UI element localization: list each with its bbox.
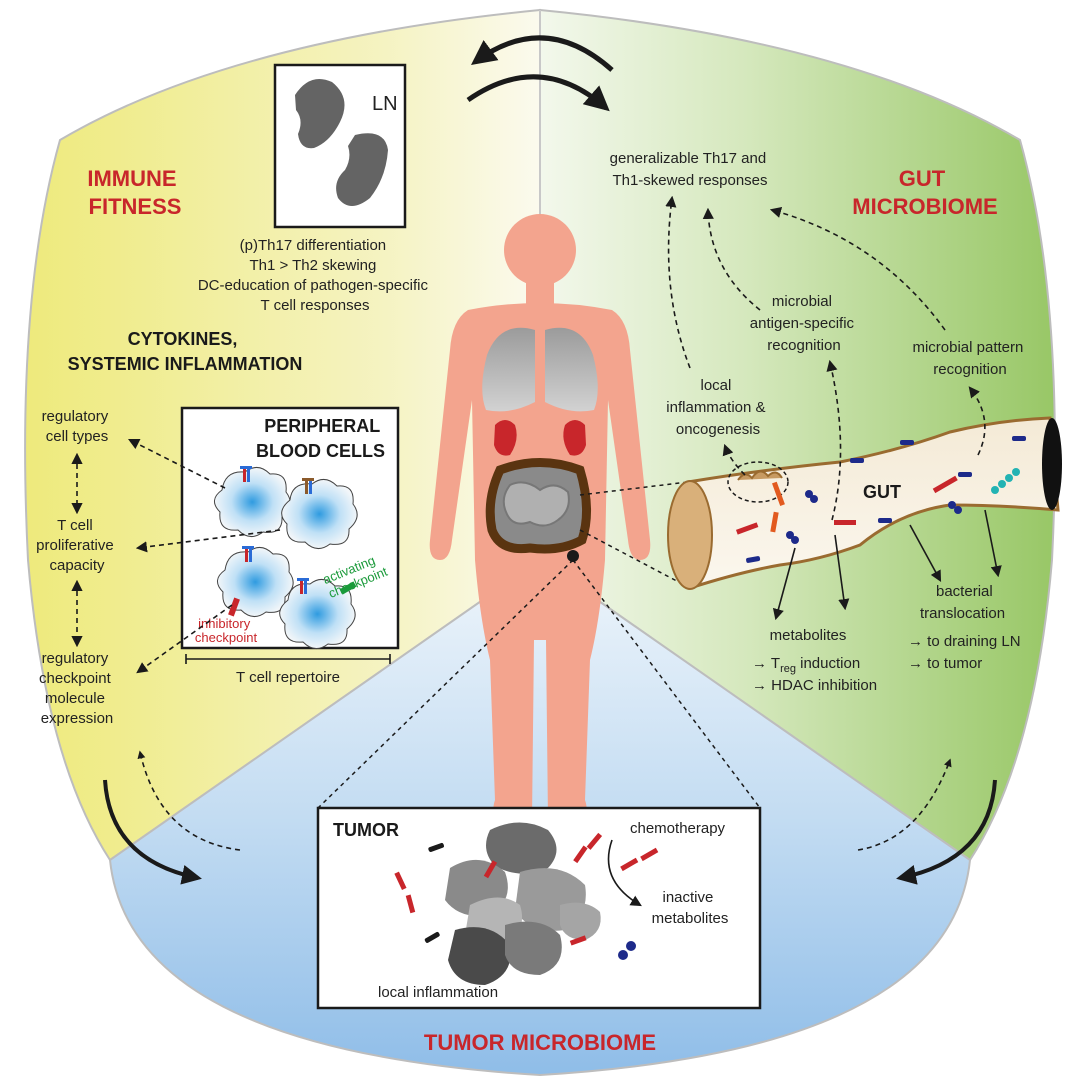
tumor-site-marker — [567, 550, 579, 562]
hdac-inhibition-label: → HDAC inhibition — [752, 677, 877, 694]
zoom-line-left — [317, 559, 574, 809]
proliferative-capacity-label: T cell proliferative capacity — [36, 517, 118, 574]
immune-fitness-heading: IMMUNE FITNESS — [87, 166, 182, 219]
inactive-metabolites-label: inactive metabolites — [652, 889, 729, 927]
t-cell-4 — [279, 578, 357, 649]
antigen-recognition-label: microbial antigen-specific recognition — [750, 293, 858, 354]
repertoire-bracket — [185, 654, 391, 664]
t-cell-1 — [214, 466, 291, 537]
inhibitory-checkpoint-label: inhibitory checkpoint — [195, 616, 258, 645]
intestine — [485, 458, 592, 554]
chemotherapy-label: chemotherapy — [630, 820, 726, 837]
metabolites-label: metabolites — [770, 627, 847, 644]
regulatory-cell-types-label: regulatory cell types — [42, 408, 113, 445]
repertoire-label: T cell repertoire — [236, 669, 340, 686]
treg-induction-label: → Treg induction — [752, 655, 860, 675]
blood-cells-title: PERIPHERAL BLOOD CELLS — [256, 416, 385, 461]
lymph-node-label: LN — [372, 93, 398, 115]
arrow-gut-to-metabolites-2 — [834, 534, 850, 611]
lymph-node-description: (p)Th17 differentiation Th1 > Th2 skewin… — [198, 237, 432, 314]
arrow-tumor-to-gut — [857, 758, 952, 851]
tumor-bacteria — [394, 832, 659, 960]
cytokines-heading: CYTOKINES, SYSTEMIC INFLAMMATION — [68, 329, 303, 374]
bacterial-translocation-label: bacterial translocation → to draining LN… — [908, 583, 1025, 672]
arrow-chemo-to-inactive — [607, 839, 642, 907]
human-body — [429, 214, 651, 820]
tumor-mass — [445, 822, 601, 985]
gut-tube-opening-left — [667, 480, 713, 590]
lymph-node-shape-lower — [336, 133, 388, 206]
arrow-immune-to-gut — [466, 74, 610, 112]
gut-microbiome-heading: GUT MICROBIOME — [852, 166, 997, 219]
t-cell-3 — [217, 546, 294, 617]
lungs — [482, 327, 598, 412]
arrow-gut-to-tumor — [896, 779, 997, 885]
arrow-gut-to-metabolites-1 — [772, 547, 796, 621]
generalizable-responses-label: generalizable Th17 and Th1-skewed respon… — [610, 150, 771, 189]
arrow-cells-to-proliferative — [135, 529, 281, 553]
gut-microbiome-region — [539, 8, 1056, 862]
local-inflammation-tumor-label: local inflammation — [378, 984, 498, 1001]
checkpoint-expression-label: regulatory checkpoint molecule expressio… — [39, 650, 115, 727]
pattern-recognition-label: microbial pattern recognition — [912, 339, 1027, 378]
tumor-title: TUMOR — [333, 820, 399, 840]
local-inflammation-circle — [727, 461, 789, 503]
arrow-immune-to-tumor — [103, 779, 202, 885]
zoom-line-gut-top — [579, 481, 689, 496]
t-cell-2 — [281, 478, 358, 549]
local-inflammation-label: local inflammation & oncogenesis — [666, 377, 769, 438]
tumor-microbiome-heading: TUMOR MICROBIOME — [424, 1030, 656, 1055]
arrow-cells-to-checkpoint — [136, 604, 233, 674]
arrow-gut-to-pattern — [968, 386, 986, 456]
arrow-gut-to-local — [722, 443, 746, 476]
arrow-gut-to-antigen — [826, 359, 842, 521]
zoom-line-right — [572, 559, 761, 809]
gut-bacteria — [735, 436, 1026, 563]
lymph-node-shape-upper — [295, 78, 345, 149]
arrow-gut-to-immune — [470, 35, 614, 72]
gut-tube-opening-right — [1042, 418, 1062, 510]
kidneys — [494, 420, 586, 456]
arrow-gut-to-translocation-2 — [984, 509, 1002, 578]
arrow-local-to-generalizable — [665, 195, 691, 369]
gut-label: GUT — [863, 482, 901, 502]
arrow-tumor-to-immune — [137, 750, 241, 851]
arrow-antigen-to-generalizable — [702, 207, 761, 311]
arrow-gut-to-translocation-1 — [909, 524, 942, 582]
